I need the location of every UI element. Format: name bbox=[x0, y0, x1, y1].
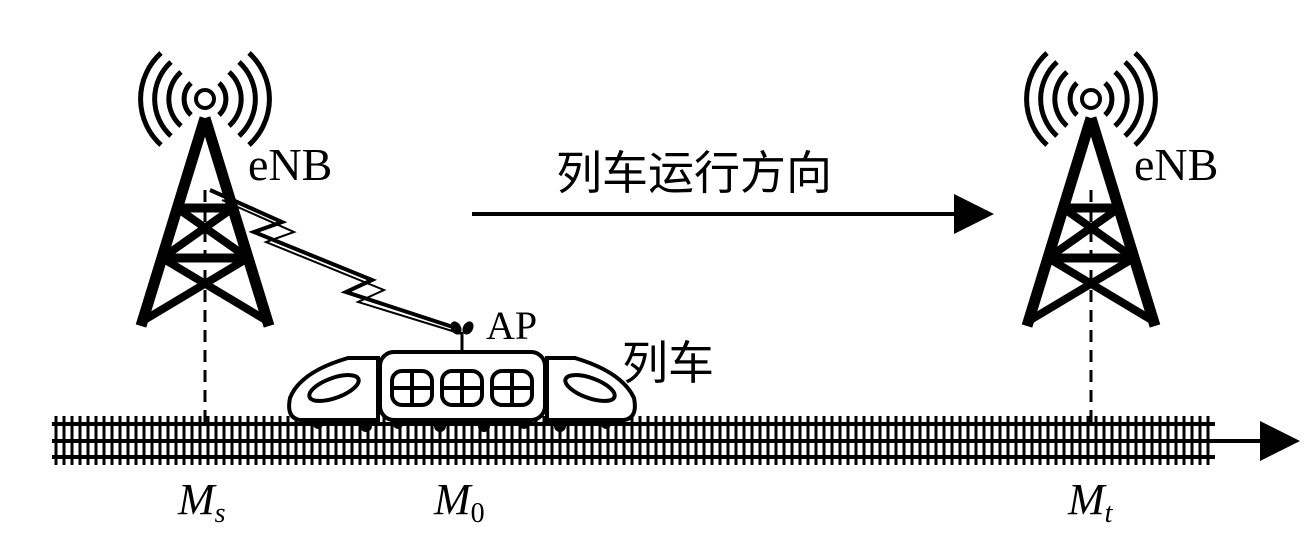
train-label: 列车 bbox=[622, 336, 714, 390]
railway-track bbox=[52, 416, 1215, 465]
position-label-mt: Mt bbox=[1068, 478, 1112, 528]
position-sub: 0 bbox=[470, 498, 485, 529]
track-direction-arrow bbox=[1215, 421, 1300, 461]
position-main: M bbox=[178, 475, 215, 524]
ap-label: AP bbox=[486, 303, 538, 348]
position-label-ms: Ms bbox=[178, 478, 226, 528]
base-station-tower-right bbox=[1021, 51, 1161, 424]
train-window-icon bbox=[307, 373, 361, 403]
position-sub: s bbox=[214, 498, 226, 529]
train-icon bbox=[287, 321, 637, 432]
position-sub: t bbox=[1104, 498, 1113, 529]
signal-waves-icon bbox=[138, 51, 272, 147]
position-main: M bbox=[1068, 475, 1105, 524]
ap-antenna-icon bbox=[450, 321, 474, 352]
train-window-icon bbox=[563, 373, 617, 403]
track-ties bbox=[54, 416, 1210, 465]
enb-label-left: eNB bbox=[248, 139, 333, 190]
enb-label-right: eNB bbox=[1134, 139, 1219, 190]
train-wheels bbox=[313, 419, 611, 432]
direction-label: 列车运行方向 bbox=[556, 146, 832, 200]
position-label-m0: M0 bbox=[434, 478, 485, 528]
tower-icon bbox=[135, 116, 275, 328]
wireless-link-icon-inner bbox=[221, 199, 463, 335]
signal-waves-icon bbox=[1024, 51, 1158, 147]
position-main: M bbox=[434, 475, 471, 524]
direction-arrow bbox=[472, 194, 994, 234]
base-station-tower-left bbox=[135, 51, 275, 424]
train-windows bbox=[390, 369, 534, 407]
